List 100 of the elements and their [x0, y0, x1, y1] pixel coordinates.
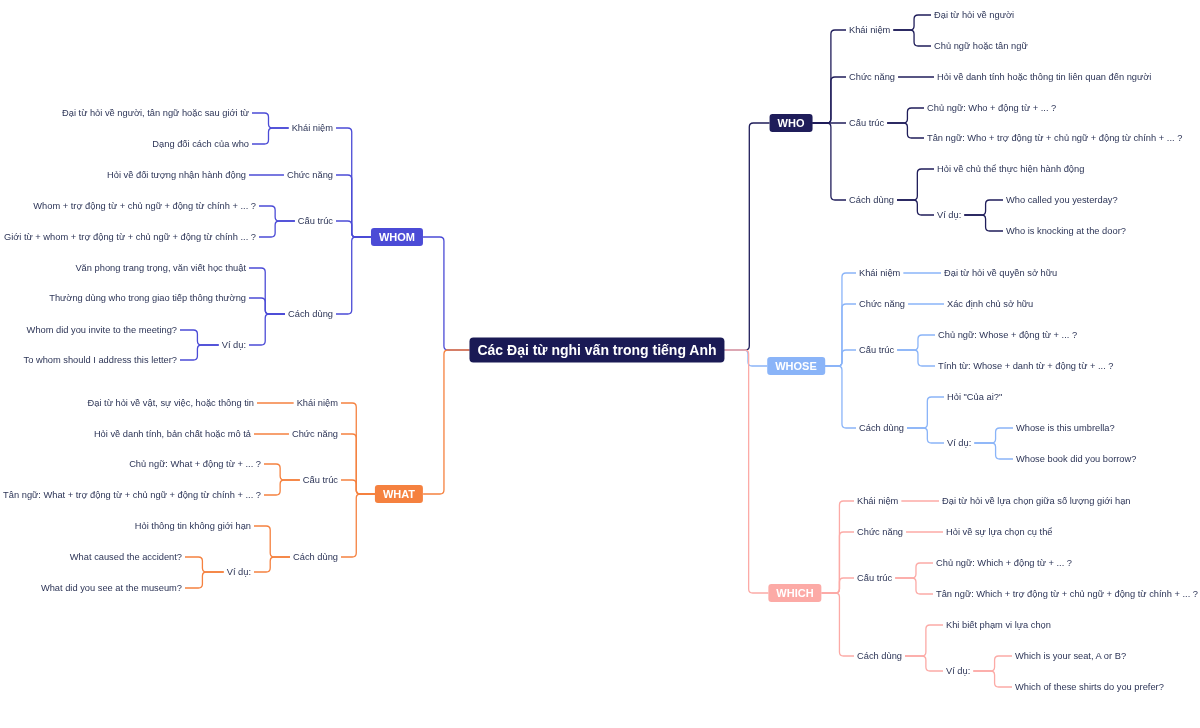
branch-topic-box: WHOSE: [767, 357, 825, 375]
connector-line: [892, 29, 932, 47]
subtopic-text: Who is knocking at the door?: [1003, 224, 1129, 238]
subtopic-text: Tân ngữ: Who + trợ động từ + chủ ngữ + động từ chính + ... ?: [924, 131, 1186, 145]
connector-line: [896, 199, 935, 216]
subtopic-text: Dạng đối cách của who: [149, 137, 252, 151]
subtopic-text: Đại từ hỏi về quyền sở hữu: [941, 266, 1061, 280]
subtopic-text: Hỏi về sự lựa chọn cụ thể: [943, 525, 1056, 539]
subtopic-text: Xác định chủ sở hữu: [944, 297, 1037, 311]
subtopic-text: Cấu trúc: [294, 214, 336, 228]
subtopic-text: Ví dụ:: [223, 565, 254, 579]
connector-line: [253, 433, 290, 435]
connector-line: [248, 313, 286, 346]
branch-topic-box: WHICH: [768, 584, 822, 602]
subtopic-text: Ví dụ:: [218, 338, 249, 352]
subtopic-text: Đại từ hỏi về người, tân ngữ hoặc sau giới từ: [59, 106, 252, 120]
subtopic-text: Ví dụ:: [943, 664, 974, 678]
connector-line: [248, 174, 285, 176]
subtopic-text: Khái niệm: [854, 494, 902, 508]
subtopic-text: Thường dùng who trong giao tiếp thông thường: [46, 291, 249, 305]
subtopic-text: Hỏi về đối tượng nhận hành động: [104, 168, 249, 182]
subtopic-text: Cách dùng: [856, 421, 907, 435]
subtopic-text: Chức năng: [846, 70, 899, 84]
subtopic-text: Khái niệm: [846, 23, 894, 37]
subtopic-text: Hỏi về chủ thể thực hiện hành động: [934, 162, 1088, 176]
connector-line: [896, 349, 936, 367]
subtopic-text: Chủ ngữ hoặc tân ngữ: [931, 39, 1031, 53]
connector-line: [824, 365, 857, 429]
connector-line: [253, 556, 291, 573]
subtopic-text: Chức năng: [856, 297, 909, 311]
subtopic-text: Tân ngữ: What + trợ động từ + chủ ngữ + động từ chính + ... ?: [0, 488, 264, 502]
subtopic-text: Whose is this umbrella?: [1013, 421, 1118, 435]
connector-line: [904, 655, 944, 672]
subtopic-text: Tân ngữ: Which + trợ động từ + chủ ngữ + động từ chính + ... ?: [933, 587, 1200, 601]
subtopic-text: Which of these shirts do you prefer?: [1012, 680, 1167, 694]
subtopic-text: Văn phong trang trọng, văn viết học thuật: [72, 261, 249, 275]
connector-line: [897, 76, 935, 78]
connector-line: [179, 344, 220, 361]
subtopic-text: What caused the accident?: [66, 550, 185, 564]
subtopic-text: Chủ ngữ: What + động từ + ... ?: [126, 457, 264, 471]
subtopic-text: Cấu trúc: [854, 571, 896, 585]
connector-line: [894, 577, 934, 595]
connector-line: [973, 442, 1014, 460]
connector-line: [811, 122, 847, 201]
branch-topic-box: WHO: [769, 114, 813, 132]
connector-line: [723, 349, 769, 594]
subtopic-text: Tính từ: Whose + danh từ + động từ + ... ?: [935, 359, 1117, 373]
subtopic-text: Chức năng: [854, 525, 907, 539]
subtopic-text: Whose book did you borrow?: [1013, 452, 1140, 466]
connector-line: [972, 670, 1013, 688]
connector-line: [902, 272, 942, 274]
subtopic-text: Which is your seat, A or B?: [1012, 649, 1130, 663]
subtopic-text: Đại từ hỏi về vật, sự việc, hoặc thông tin: [84, 396, 257, 410]
connector-line: [340, 493, 376, 558]
connector-line: [251, 127, 290, 145]
central-topic-box: Các Đại từ nghi vấn trong tiếng Anh: [469, 337, 725, 363]
connector-line: [263, 479, 301, 496]
connector-line: [184, 571, 225, 589]
subtopic-text: Cách dùng: [285, 307, 336, 321]
subtopic-text: Cấu trúc: [299, 473, 341, 487]
connector-line: [422, 349, 471, 495]
subtopic-text: Chức năng: [288, 427, 341, 441]
subtopic-text: Ví dụ:: [944, 436, 975, 450]
subtopic-text: Khi biết phạm vi lựa chọn: [943, 618, 1054, 632]
subtopic-text: Khái niệm: [293, 396, 341, 410]
subtopic-text: Cách dùng: [854, 649, 905, 663]
connector-line: [258, 220, 296, 238]
subtopic-text: Hỏi về danh tính hoặc thông tin liên quan đến người: [934, 70, 1155, 84]
subtopic-text: Whom did you invite to the meeting?: [23, 323, 180, 337]
connector-line: [900, 500, 940, 502]
connector-line: [256, 402, 295, 404]
connector-line: [907, 303, 945, 305]
subtopic-text: Who called you yesterday?: [1003, 193, 1121, 207]
connector-line: [335, 236, 372, 315]
connector-line: [905, 531, 944, 533]
subtopic-text: Hỏi về danh tính, bản chất hoặc mô tả: [90, 427, 254, 441]
subtopic-text: Hỏi thông tin không giới hạn: [131, 519, 254, 533]
subtopic-text: Chủ ngữ: Who + động từ + ... ?: [924, 101, 1060, 115]
subtopic-text: Hỏi "Của ai?": [944, 390, 1006, 404]
subtopic-text: Cách dùng: [846, 193, 897, 207]
subtopic-text: To whom should I address this letter?: [20, 353, 180, 367]
subtopic-text: Khái niệm: [288, 121, 336, 135]
subtopic-text: What did you see at the museum?: [37, 581, 185, 595]
subtopic-text: Cấu trúc: [846, 116, 888, 130]
branch-topic-box: WHAT: [374, 485, 424, 503]
subtopic-text: Whom + trợ động từ + chủ ngữ + động từ chính + ... ?: [30, 199, 259, 213]
connector-line: [906, 427, 945, 444]
connector-line: [886, 122, 925, 139]
subtopic-text: Chủ ngữ: Which + động từ + ... ?: [933, 556, 1075, 570]
subtopic-text: Đại từ hỏi về lựa chọn giữa số lượng giới hạn: [939, 494, 1134, 508]
subtopic-text: Chủ ngữ: Whose + động từ + ... ?: [935, 328, 1081, 342]
subtopic-text: Cấu trúc: [856, 343, 898, 357]
connector-line: [963, 214, 1004, 232]
subtopic-text: Cách dùng: [290, 550, 341, 564]
branch-topic-box: WHOM: [371, 228, 423, 246]
subtopic-text: Đại từ hỏi về người: [931, 8, 1018, 22]
subtopic-text: Chức năng: [283, 168, 336, 182]
subtopic-text: Giới từ + whom + trợ động từ + chủ ngữ + động từ chính ... ?: [0, 230, 259, 244]
subtopic-text: Khái niệm: [856, 266, 904, 280]
subtopic-text: Ví dụ:: [934, 208, 965, 222]
